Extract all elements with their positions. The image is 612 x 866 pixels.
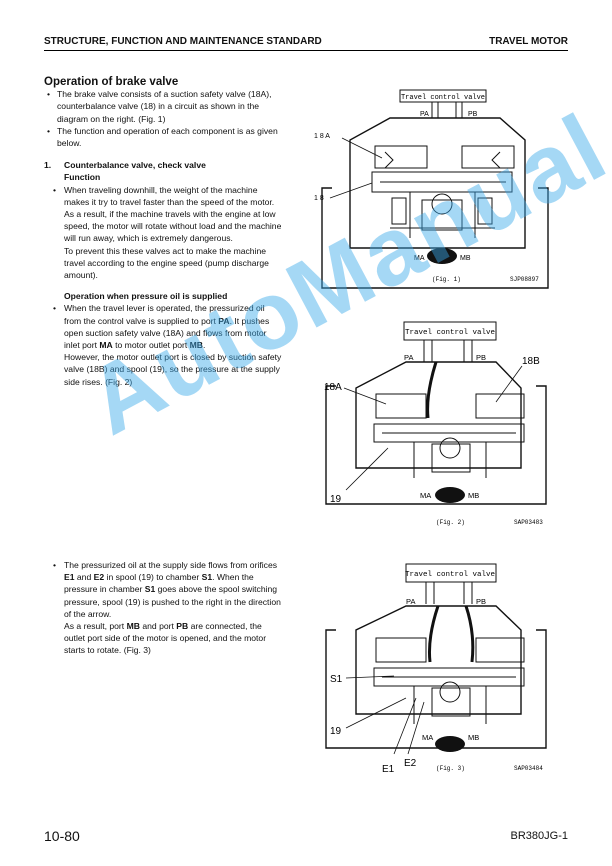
port-mb-ref: MB bbox=[126, 621, 140, 632]
figure-3: Travel control valve PA PB S1 19 E1 E2 M… bbox=[316, 558, 564, 780]
figure-code: SJP08897 bbox=[510, 276, 539, 283]
port-pa-label: PA bbox=[404, 353, 413, 362]
figure-2-diagram: Travel control valve PA PB 18A 18B 19 MA… bbox=[324, 321, 547, 526]
text-run: and bbox=[74, 572, 94, 583]
text-run: . bbox=[203, 340, 206, 351]
text-run: in spool (19) to chamber bbox=[104, 572, 202, 583]
port-mb-label: MB bbox=[460, 255, 471, 262]
switching-paragraph: As a result, port MB and port PB are con… bbox=[44, 620, 284, 657]
function-heading: Function bbox=[64, 172, 101, 183]
chamber-s1-ref: S1 bbox=[144, 584, 156, 595]
valve-body bbox=[349, 117, 526, 249]
figure-code: SAP03483 bbox=[514, 519, 543, 526]
figure-3-diagram: Travel control valve PA PB S1 19 E1 E2 M… bbox=[325, 563, 547, 775]
section-title: Operation of brake valve bbox=[44, 76, 179, 88]
model-code: BR380JG-1 bbox=[510, 830, 568, 842]
switching-list: The pressurized oil at the supply side f… bbox=[44, 559, 284, 620]
valve-body bbox=[355, 605, 522, 715]
port-pb-label: PB bbox=[468, 111, 478, 118]
chamber-s1-label: S1 bbox=[330, 674, 343, 685]
control-valve-box bbox=[405, 563, 497, 583]
chamber-s1-ref: S1 bbox=[201, 572, 213, 583]
text-run: The pressurized oil at the supply side f… bbox=[64, 560, 278, 570]
operation-paragraph: However, the motor outlet port is closed… bbox=[64, 352, 282, 387]
motor-symbol bbox=[427, 248, 457, 264]
item-number: 1. bbox=[44, 160, 52, 171]
callout-18a: 18A bbox=[324, 382, 342, 393]
text-column-bottom: The pressurized oil at the supply side f… bbox=[44, 559, 284, 657]
function-paragraph: As a result, if the machine travels with… bbox=[64, 209, 282, 244]
intro-item: The brake valve consists of a suction sa… bbox=[44, 88, 284, 125]
control-valve-label: Travel control valve bbox=[405, 571, 495, 579]
port-ma-label: MA bbox=[414, 255, 425, 262]
figure-caption: (Fig. 1) bbox=[432, 276, 461, 283]
item-title: Counterbalance valve, check valve bbox=[64, 160, 206, 171]
text-run: . When the pressure in chamber bbox=[64, 572, 254, 595]
control-valve-label: Travel control valve bbox=[405, 329, 495, 337]
operation-heading: Operation when pressure oil is supplied bbox=[64, 291, 228, 302]
orifice-e1-ref: E1 bbox=[64, 572, 75, 583]
orifice-e2-ref: E2 bbox=[93, 572, 105, 583]
text-run: goes above the spool switching pressure,… bbox=[64, 584, 281, 619]
port-ma-label: MA bbox=[420, 491, 431, 500]
port-pa-label: PA bbox=[420, 111, 429, 118]
control-valve-label: Travel control valve bbox=[401, 94, 485, 102]
callout-19: 19 bbox=[330, 494, 342, 505]
figure-caption: (Fig. 3) bbox=[436, 765, 465, 772]
port-mb-ref: MB bbox=[189, 340, 204, 351]
text-run: . It pushes open suction safety valve (1… bbox=[64, 315, 270, 351]
orifice-e1-label: E1 bbox=[382, 764, 395, 775]
operation-item: When the travel lever is operated, the p… bbox=[44, 302, 284, 351]
port-ma-ref: MA bbox=[99, 340, 113, 351]
item-heading: 1. Counterbalance valve, check valve bbox=[44, 159, 284, 171]
switching-item: The pressurized oil at the supply side f… bbox=[44, 559, 284, 620]
text-run: are connected, the outlet port side of t… bbox=[64, 621, 267, 656]
text-run: As a result, port bbox=[64, 621, 127, 632]
callout-19: 19 bbox=[330, 726, 342, 737]
callout-18a: 1 8 A bbox=[314, 133, 330, 140]
intro-list: The brake valve consists of a suction sa… bbox=[44, 88, 284, 149]
figure-1-diagram: Travel control valve PA PB 1 8 A 1 8 MA … bbox=[314, 89, 549, 289]
intro-item: The function and operation of each compo… bbox=[44, 125, 284, 149]
figure-caption: (Fig. 2) bbox=[436, 519, 465, 526]
control-valve-box bbox=[399, 89, 487, 103]
page-number: 10-80 bbox=[44, 828, 80, 844]
function-list: When traveling downhill, the weight of t… bbox=[44, 184, 284, 208]
orifice-e2-label: E2 bbox=[404, 758, 417, 769]
port-pb-label: PB bbox=[476, 353, 486, 362]
port-mb-label: MB bbox=[468, 733, 479, 742]
text-run: and port bbox=[139, 621, 177, 632]
text-run: to motor outlet port bbox=[112, 340, 190, 351]
page-header: STRUCTURE, FUNCTION AND MAINTENANCE STAN… bbox=[44, 34, 568, 51]
port-pb-label: PB bbox=[476, 597, 486, 606]
port-pb-ref: PB bbox=[176, 621, 189, 632]
operation-list: When the travel lever is operated, the p… bbox=[44, 302, 284, 351]
control-valve-box bbox=[403, 321, 497, 341]
port-pa-label: PA bbox=[406, 597, 415, 606]
figure-1: Travel control valve PA PB 1 8 A 1 8 MA … bbox=[310, 88, 560, 290]
header-chapter-title: TRAVEL MOTOR bbox=[489, 36, 568, 47]
valve-body bbox=[355, 361, 522, 469]
function-paragraph: To prevent this these valves act to make… bbox=[64, 245, 269, 281]
text-column-top: Operation of brake valve The brake valve… bbox=[44, 76, 284, 388]
port-mb-label: MB bbox=[468, 491, 479, 500]
port-pa-ref: PA bbox=[218, 315, 230, 326]
callout-18: 1 8 bbox=[314, 195, 324, 202]
port-ma-label: MA bbox=[422, 733, 433, 742]
motor-symbol bbox=[435, 487, 465, 503]
header-section-title: STRUCTURE, FUNCTION AND MAINTENANCE STAN… bbox=[44, 36, 322, 47]
figure-code: SAP03484 bbox=[514, 765, 543, 772]
function-item: When traveling downhill, the weight of t… bbox=[44, 184, 284, 208]
figure-2: Travel control valve PA PB 18A 18B 19 MA… bbox=[316, 318, 564, 534]
text-run: When the travel lever is operated, the p… bbox=[64, 303, 265, 326]
motor-symbol bbox=[435, 736, 465, 752]
callout-18b: 18B bbox=[522, 356, 540, 367]
